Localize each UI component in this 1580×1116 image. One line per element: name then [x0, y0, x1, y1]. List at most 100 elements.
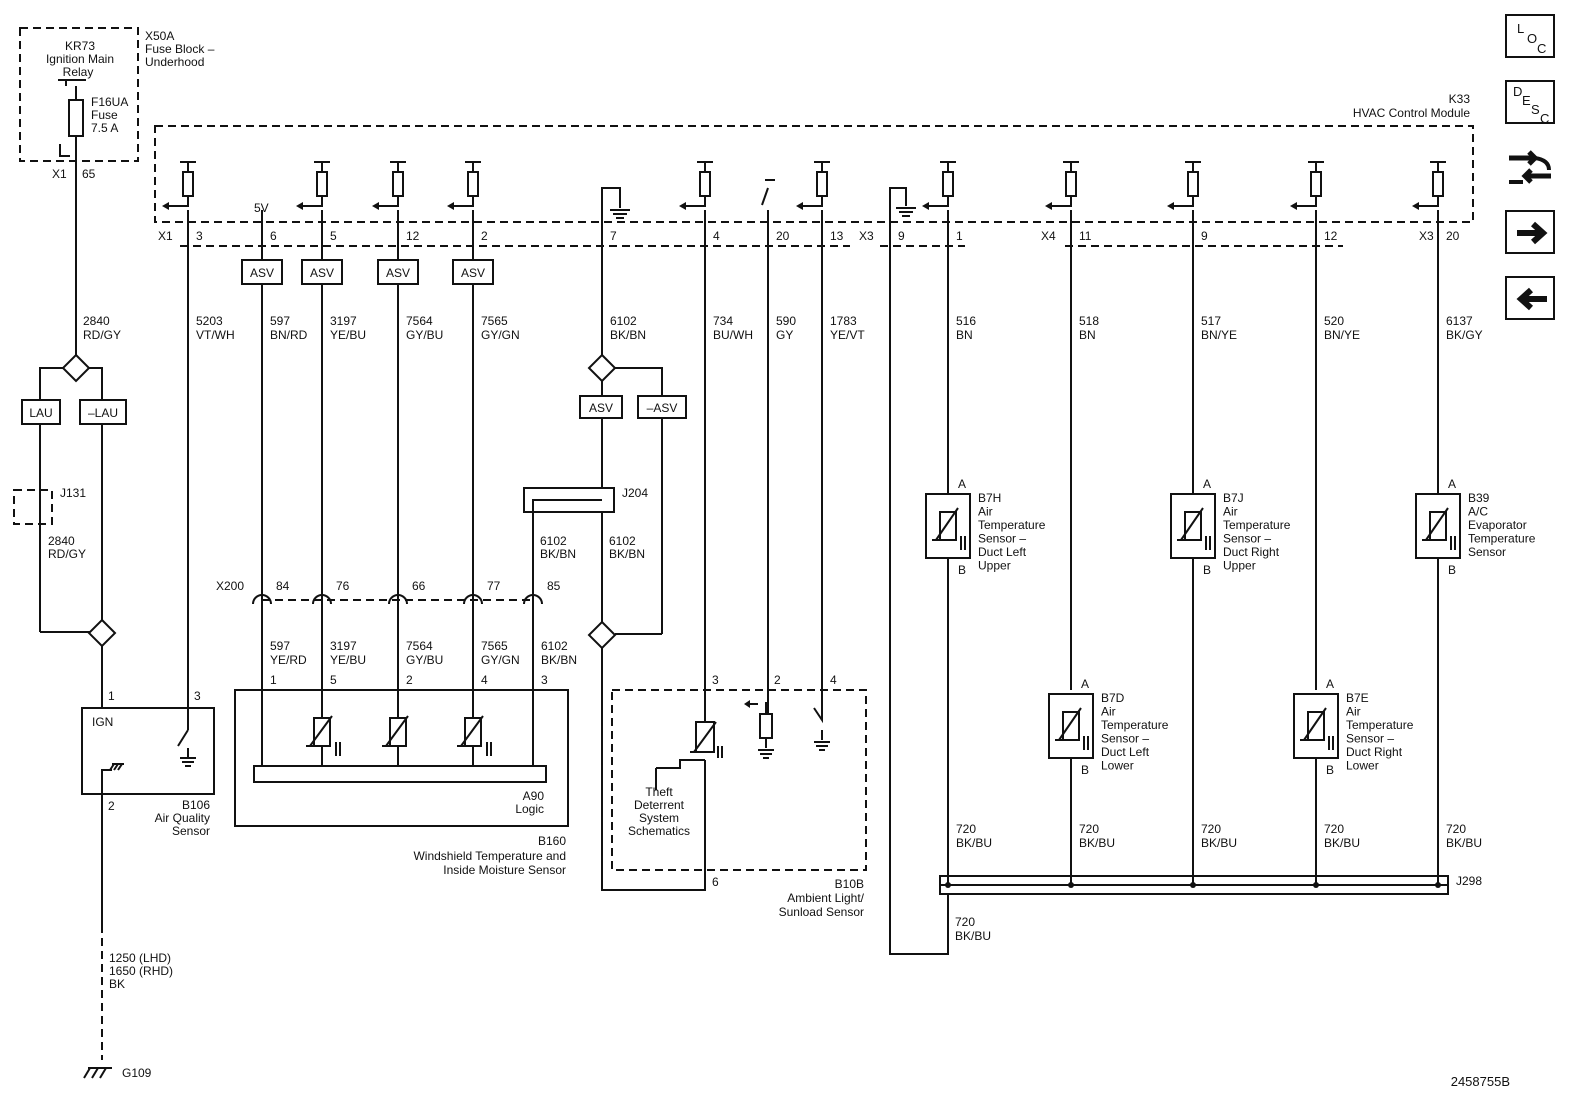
sensor-name-line: Duct Left [978, 545, 1027, 559]
b106-pin3: 3 [194, 689, 201, 703]
description-view-button[interactable]: D E S C [1505, 80, 1555, 126]
lower-wire-color: GY/BU [406, 653, 443, 667]
pullup-resistor [182, 171, 194, 197]
sensor-pin-b: B [1326, 763, 1334, 777]
fuse-id: F16UA [91, 95, 128, 109]
b10b-id: B10B [835, 877, 864, 891]
wire-color: GY/GN [481, 328, 520, 342]
lower-wire-color: BK/BN [541, 653, 577, 667]
asv-neg-6102-label: –ASV [647, 401, 678, 415]
j204-left-color: BK/BN [540, 547, 576, 561]
conn-x4: X4 [1041, 229, 1056, 243]
wire-color: BN [1079, 328, 1096, 342]
pullup-resistor [392, 171, 404, 197]
sensor-pin-b: B [1203, 563, 1211, 577]
b160-pin: 2 [406, 673, 413, 687]
loc-letter-o: O [1527, 31, 1537, 46]
location-view-button[interactable]: L O C [1505, 14, 1555, 58]
wire-number: 520 [1324, 314, 1344, 328]
ground-wire-number: 720 [1324, 822, 1344, 836]
module-id: K33 [1449, 92, 1471, 106]
sensor-pin-a: A [1448, 477, 1456, 491]
b160-name-2: Inside Moisture Sensor [443, 863, 566, 877]
sensor-name-line: B7E [1346, 691, 1369, 705]
x200-terminal [312, 594, 332, 605]
b160-name-1: Windshield Temperature and [413, 849, 566, 863]
sensor-name-line: Temperature [1101, 718, 1169, 732]
figure-id: 2458755B [1451, 1074, 1510, 1089]
sensor-name-line: B39 [1468, 491, 1490, 505]
lower-wire-number: 3197 [330, 639, 357, 653]
wire-color: BN/YE [1201, 328, 1237, 342]
sensor-name-line: Lower [1346, 759, 1379, 773]
g109-wire-rhd: 1650 (RHD) [109, 964, 173, 978]
wire-color: GY [776, 328, 793, 342]
next-page-arrow-icon[interactable] [1505, 210, 1555, 254]
wire-color: BN [956, 328, 973, 342]
b10b-ambient-light-sensor: 3 2 4 6 Theft Deterrent System Schematic… [611, 673, 867, 919]
j298-ground-bus: J298 720 BK/BU [889, 250, 1482, 955]
sensor-name-line: Sensor – [1346, 732, 1394, 746]
module-pin-15: 20 [1446, 229, 1460, 243]
wire-number: 7564 [406, 314, 433, 328]
previous-page-arrow-icon[interactable] [1505, 276, 1555, 320]
module-pin-11: 1 [956, 229, 963, 243]
theft-ref-2: Deterrent [634, 798, 685, 812]
sensor-pin-b: B [1081, 763, 1089, 777]
a90-id: A90 [523, 789, 545, 803]
sensor-pin-a: A [958, 477, 966, 491]
splice-6102: ASV –ASV J204 6102 BK/BN 6102 BK/BN [523, 353, 706, 891]
asv-label: ASV [461, 266, 485, 280]
pullup-resistor [816, 171, 828, 197]
sensor-name-line: Sensor [1468, 545, 1506, 559]
j131-connector [13, 489, 53, 525]
b106-name-2: Sensor [172, 824, 210, 838]
asv-box [377, 259, 419, 285]
fuse-label: Fuse [91, 108, 118, 122]
lower-wire-number: 6102 [541, 639, 568, 653]
wire-color: YE/VT [830, 328, 865, 342]
ground-wire-number: 720 [1446, 822, 1466, 836]
wire-number: 734 [713, 314, 733, 328]
wire-color: BU/WH [713, 328, 753, 342]
j298-label: J298 [1456, 874, 1482, 888]
sensor-name-line: Duct Right [1346, 745, 1403, 759]
sensor-pin-a: A [1081, 677, 1089, 691]
b160-pin: 1 [270, 673, 277, 687]
module-pin-8: 20 [776, 229, 790, 243]
sensor-name-line: Temperature [1346, 718, 1414, 732]
asv-label: ASV [386, 266, 410, 280]
x200-pin: 85 [547, 579, 561, 593]
x200-connector: X200 84597YE/RD763197YE/BU667564GY/BU777… [216, 579, 577, 766]
b160-id: B160 [538, 834, 566, 848]
connector-swap-icon[interactable] [1505, 146, 1555, 192]
wire-number: 518 [1079, 314, 1099, 328]
wire-number: 3197 [330, 314, 357, 328]
j204-left-num: 6102 [540, 534, 567, 548]
relay-label-2: Ignition Main [46, 52, 114, 66]
ground-wire-color: BK/BU [1446, 836, 1482, 850]
b160-windshield-sensor: A90 Logic B160 Windshield Temperature an… [234, 673, 569, 877]
splice-diamond-lower [87, 618, 117, 648]
ground-wire-number: 720 [1201, 822, 1221, 836]
fuse-conn-label: X1 [52, 167, 67, 181]
b160-pin: 5 [330, 673, 337, 687]
wire-color: GY/BU [406, 328, 443, 342]
pullup-resistor [1310, 171, 1322, 197]
g109-wire-color: BK [109, 977, 125, 991]
b106-air-quality-sensor: IGN 1 3 2 B106 Air Quality Sensor 1250 (… [81, 250, 215, 1080]
sensor-name-line: Temperature [1223, 518, 1291, 532]
asv-box [241, 259, 283, 285]
module-pullups [162, 161, 1446, 250]
relay-label-1: KR73 [65, 39, 95, 53]
lau-label: LAU [29, 406, 52, 420]
module-pin-6: 7 [610, 229, 617, 243]
x200-pin: 77 [487, 579, 501, 593]
hvac-control-module: K33 HVAC Control Module X1 X3 X4 X3 5V 3… [154, 92, 1474, 250]
b106-name-1: Air Quality [155, 811, 210, 825]
